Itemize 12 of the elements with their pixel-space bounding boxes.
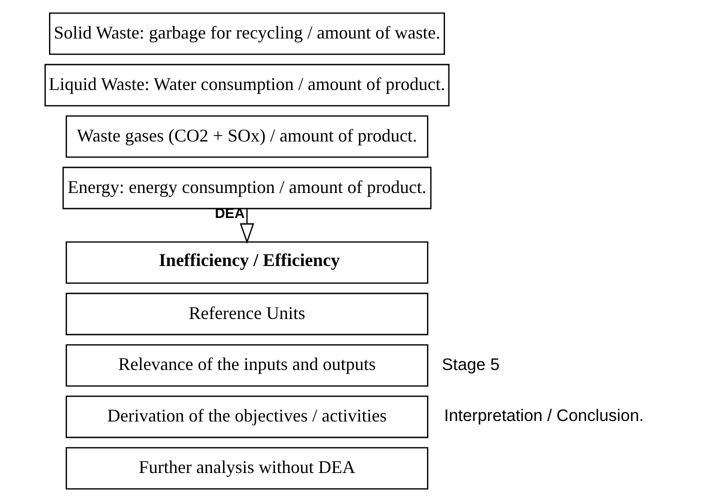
node-box: Liquid Waste: Water consumption / amount of product. [44, 64, 450, 106]
label: Stage 5 [442, 354, 500, 374]
node-box: Solid Waste: garbage for recycling / amount of waste. [49, 12, 445, 55]
node-box: Energy: energy consumption / amount of product. [62, 166, 432, 210]
label: Interpretation / Conclusion. [444, 406, 644, 426]
node-box: Waste gases (CO2 + SOx) / amount of product. [66, 115, 428, 158]
node-box: Further analysis without DEA [66, 447, 428, 490]
node-box: Reference Units [66, 292, 428, 336]
node-box: Derivation of the objectives / activities [66, 396, 428, 438]
node-box: Relevance of the inputs and outputs [66, 344, 428, 387]
arrow [240, 208, 254, 244]
node-box: Inefficiency / Efficiency [66, 241, 428, 284]
